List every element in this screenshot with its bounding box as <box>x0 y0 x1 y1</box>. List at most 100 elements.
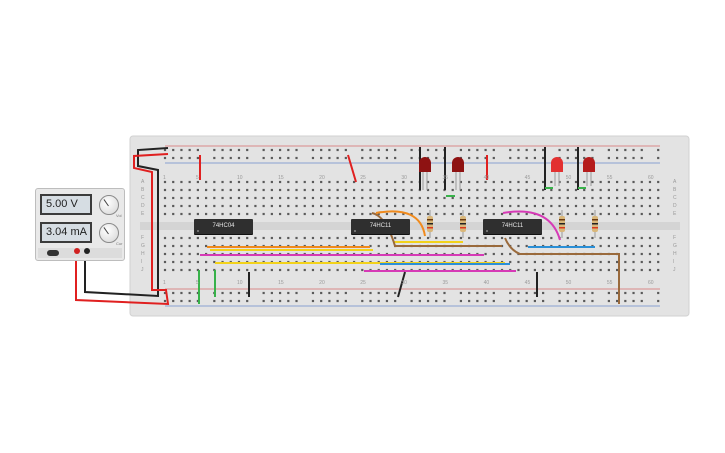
hole[interactable] <box>426 196 430 200</box>
hole[interactable] <box>320 196 323 200</box>
hole[interactable] <box>196 236 199 240</box>
hole[interactable] <box>394 196 397 200</box>
hole[interactable] <box>270 180 273 184</box>
hole[interactable] <box>443 196 446 200</box>
hole[interactable] <box>566 236 569 240</box>
hole[interactable] <box>657 244 660 248</box>
hole[interactable] <box>640 244 643 248</box>
hole[interactable] <box>229 212 232 216</box>
hole[interactable] <box>574 180 578 184</box>
hole[interactable] <box>320 148 323 152</box>
hole[interactable] <box>657 188 660 192</box>
hole[interactable] <box>163 291 167 295</box>
hole[interactable] <box>533 291 536 295</box>
hole[interactable] <box>525 204 528 208</box>
hole[interactable] <box>237 180 241 184</box>
hole[interactable] <box>262 148 265 152</box>
hole[interactable] <box>542 291 545 295</box>
hole[interactable] <box>533 188 536 192</box>
hole[interactable] <box>385 188 389 192</box>
hole[interactable] <box>221 212 224 216</box>
hole[interactable] <box>385 196 389 200</box>
hole[interactable] <box>246 156 249 160</box>
hole[interactable] <box>188 148 191 152</box>
hole[interactable] <box>229 236 232 240</box>
hole[interactable] <box>262 180 265 184</box>
hole[interactable] <box>525 212 528 216</box>
hole[interactable] <box>492 180 495 184</box>
hole[interactable] <box>278 156 282 160</box>
hole[interactable] <box>525 299 528 303</box>
hole[interactable] <box>221 148 224 152</box>
hole[interactable] <box>336 188 339 192</box>
hole[interactable] <box>328 188 331 192</box>
hole[interactable] <box>328 212 331 216</box>
hole[interactable] <box>607 180 610 184</box>
hole[interactable] <box>550 260 553 264</box>
hole[interactable] <box>270 188 273 192</box>
hole[interactable] <box>180 196 183 200</box>
hole[interactable] <box>509 212 512 216</box>
hole[interactable] <box>632 180 635 184</box>
hole[interactable] <box>278 268 282 272</box>
hole[interactable] <box>188 196 191 200</box>
hole[interactable] <box>468 148 471 152</box>
hole[interactable] <box>278 180 282 184</box>
hole[interactable] <box>476 291 479 295</box>
hole[interactable] <box>295 156 298 160</box>
hole[interactable] <box>180 188 183 192</box>
hole[interactable] <box>328 299 331 303</box>
hole[interactable] <box>254 180 257 184</box>
hole[interactable] <box>558 188 561 192</box>
hole[interactable] <box>525 188 528 192</box>
hole[interactable] <box>640 156 643 160</box>
hole[interactable] <box>262 291 265 295</box>
hole[interactable] <box>246 180 249 184</box>
hole[interactable] <box>237 196 241 200</box>
hole[interactable] <box>451 196 454 200</box>
hole[interactable] <box>229 299 232 303</box>
hole[interactable] <box>196 212 199 216</box>
hole[interactable] <box>509 204 512 208</box>
hole[interactable] <box>221 196 224 200</box>
hole[interactable] <box>500 212 504 216</box>
hole[interactable] <box>361 212 364 216</box>
hole[interactable] <box>188 188 191 192</box>
hole[interactable] <box>410 299 413 303</box>
hole[interactable] <box>246 148 249 152</box>
hole[interactable] <box>616 180 619 184</box>
hole[interactable] <box>459 291 463 295</box>
hole[interactable] <box>632 212 635 216</box>
hole[interactable] <box>591 291 594 295</box>
hole[interactable] <box>172 299 175 303</box>
hole[interactable] <box>213 204 216 208</box>
hole[interactable] <box>180 291 183 295</box>
hole[interactable] <box>402 236 405 240</box>
hole[interactable] <box>657 196 660 200</box>
hole[interactable] <box>262 156 265 160</box>
hole[interactable] <box>361 156 364 160</box>
hole[interactable] <box>278 196 282 200</box>
hole[interactable] <box>254 204 257 208</box>
hole[interactable] <box>435 236 438 240</box>
hole[interactable] <box>583 299 586 303</box>
hole[interactable] <box>303 196 306 200</box>
hole[interactable] <box>394 148 397 152</box>
hole[interactable] <box>624 196 627 200</box>
hole[interactable] <box>558 212 561 216</box>
hole[interactable] <box>172 196 175 200</box>
hole[interactable] <box>525 156 528 160</box>
hole[interactable] <box>426 188 430 192</box>
hole[interactable] <box>648 244 652 248</box>
hole[interactable] <box>426 212 430 216</box>
hole[interactable] <box>303 268 306 272</box>
hole[interactable] <box>517 299 520 303</box>
hole[interactable] <box>583 260 586 264</box>
hole[interactable] <box>517 180 520 184</box>
hole[interactable] <box>599 196 602 200</box>
hole[interactable] <box>410 236 413 240</box>
hole[interactable] <box>410 291 413 295</box>
hole[interactable] <box>328 156 331 160</box>
hole[interactable] <box>394 291 397 295</box>
hole[interactable] <box>270 156 273 160</box>
